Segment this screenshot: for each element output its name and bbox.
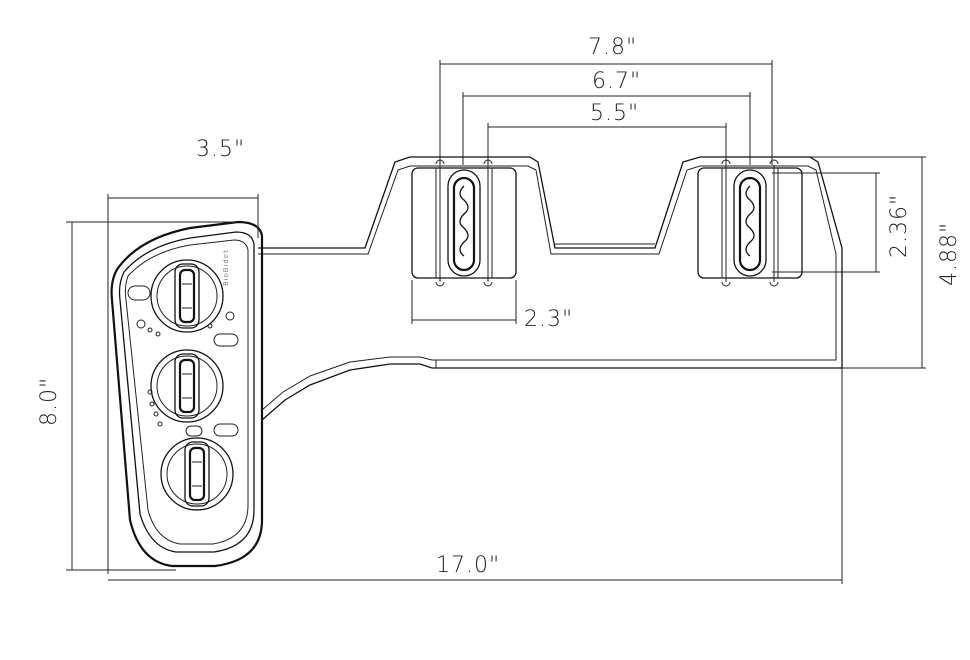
indicator-dot bbox=[207, 323, 213, 329]
dimension-inner-width: 5.5" bbox=[590, 101, 639, 126]
dimension-total-length: 17.0" bbox=[436, 553, 500, 578]
control-panel: BioBidet bbox=[110, 220, 264, 568]
dimension-bracket-width: 2.3" bbox=[524, 307, 573, 332]
dimension-panel-width: 3.5" bbox=[196, 137, 245, 162]
dimension-outer-width: 7.8" bbox=[588, 35, 637, 60]
dimension-slot-height: 2.36" bbox=[887, 194, 912, 258]
indicator-dot bbox=[147, 389, 153, 395]
indicator-dot bbox=[147, 327, 153, 333]
indicator-dot bbox=[225, 311, 235, 321]
brand-label: BioBidet bbox=[222, 249, 230, 286]
nozzle-clean-button[interactable] bbox=[127, 285, 151, 301]
dimension-bracket-height: 4.88" bbox=[937, 222, 962, 286]
indicator-dot bbox=[136, 319, 146, 329]
dimension-lines bbox=[66, 60, 926, 584]
mode-label-badge bbox=[185, 425, 203, 437]
indicator-dot bbox=[153, 411, 159, 417]
dimension-total-height: 8.0" bbox=[37, 377, 62, 426]
mode-label-badge bbox=[213, 423, 239, 437]
indicator-dot bbox=[155, 331, 161, 337]
dimension-middle-width: 6.7" bbox=[592, 69, 641, 94]
left-mounting-bracket bbox=[411, 159, 517, 287]
indicator-dot bbox=[149, 401, 155, 407]
indicator-dot bbox=[157, 421, 163, 427]
spray-mode-knob[interactable] bbox=[160, 437, 234, 511]
pressure-knob[interactable] bbox=[150, 259, 224, 333]
mode-label-badge bbox=[213, 333, 239, 347]
right-mounting-bracket bbox=[697, 159, 803, 287]
attachment-body bbox=[258, 156, 843, 421]
temperature-knob[interactable] bbox=[150, 349, 224, 423]
